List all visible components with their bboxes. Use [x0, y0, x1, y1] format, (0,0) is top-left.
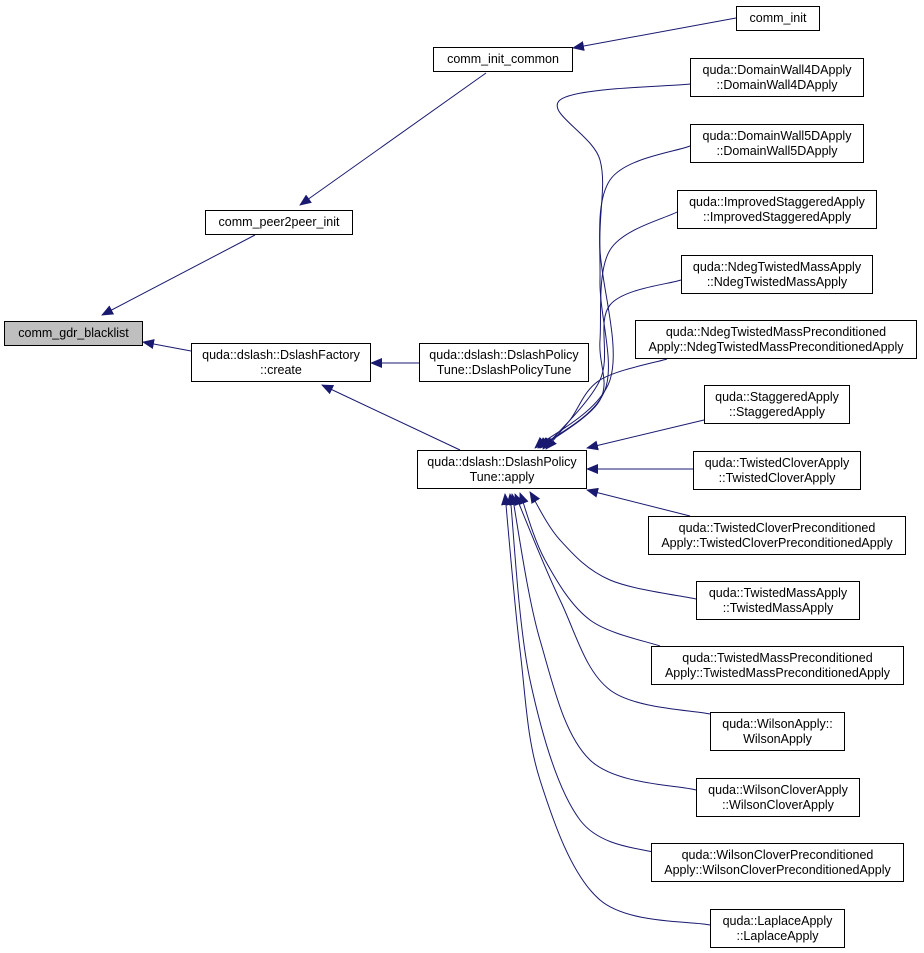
- node-label-line: ::WilsonCloverApply: [722, 797, 834, 812]
- edge-wilsonclover-to-dslashpolicytune_apply: [509, 493, 697, 791]
- node-label-line: quda::NdegTwistedMassPreconditioned: [665, 324, 887, 339]
- node-label-line: quda::TwistedMassPreconditioned: [682, 650, 873, 665]
- node-comm_init[interactable]: comm_init: [736, 6, 820, 31]
- node-dslashfactory_create[interactable]: quda::dslash::DslashFactory::create: [191, 343, 371, 382]
- node-label-line: ::create: [260, 362, 302, 377]
- node-label-line: quda::TwistedCloverPreconditioned: [678, 520, 876, 535]
- node-wilsonclover[interactable]: quda::WilsonCloverApply::WilsonCloverApp…: [696, 778, 860, 817]
- edge-comm_init-to-comm_init_common: [572, 17, 737, 51]
- node-label-line: WilsonApply: [743, 731, 812, 746]
- node-label-line: ::DomainWall4DApply: [716, 77, 838, 92]
- edge-twistedmassprec-to-dslashpolicytune_apply: [519, 492, 661, 647]
- node-label-line: comm_peer2peer_init: [218, 215, 340, 229]
- node-comm_gdr_blacklist: comm_gdr_blacklist: [4, 321, 143, 346]
- node-label-line: quda::WilsonApply::: [722, 716, 833, 731]
- node-domainwall5d[interactable]: quda::DomainWall5DApply::DomainWall5DApp…: [690, 124, 864, 163]
- node-twistedmass[interactable]: quda::TwistedMassApply::TwistedMassApply: [696, 581, 860, 620]
- edge-dslashfactory_create-to-comm_gdr_blacklist: [142, 339, 192, 352]
- node-label-line: ::LaplaceApply: [736, 928, 819, 943]
- node-label-line: ::NdegTwistedMassApply: [706, 274, 848, 289]
- node-label-line: ::StaggeredApply: [729, 404, 825, 419]
- node-label-line: quda::WilsonCloverPreconditioned: [681, 847, 874, 862]
- node-label-line: comm_init_common: [447, 52, 559, 66]
- node-label-line: quda::DomainWall4DApply: [702, 62, 852, 77]
- edge-wilson-to-dslashpolicytune_apply: [514, 493, 711, 715]
- edge-wilsoncloverprec-to-dslashpolicytune_apply: [506, 493, 661, 855]
- node-label-line: Apply::NdegTwistedMassPreconditionedAppl…: [648, 339, 904, 354]
- edge-domainwall4d-to-dslashpolicytune_apply: [534, 83, 691, 449]
- node-label-line: ::ImprovedStaggeredApply: [702, 209, 851, 224]
- node-label-line: quda::DomainWall5DApply: [702, 128, 852, 143]
- node-label-line: Apply::TwistedCloverPreconditionedApply: [661, 535, 893, 550]
- node-label-line: Apply::WilsonCloverPreconditionedApply: [664, 862, 891, 877]
- edge-twistedmass-to-dslashpolicytune_apply: [529, 491, 697, 600]
- node-domainwall4d[interactable]: quda::DomainWall4DApply::DomainWall4DApp…: [690, 58, 864, 97]
- edge-twistedcloverprec-to-dslashpolicytune_apply: [586, 487, 691, 517]
- node-label-line: comm_init: [749, 11, 807, 25]
- edge-ndegtwistedmassprec-to-dslashpolicytune_apply: [545, 358, 668, 450]
- node-label-line: quda::LaplaceApply: [722, 913, 833, 928]
- edge-laplace-to-dslashpolicytune_apply: [501, 493, 711, 926]
- node-label-line: quda::WilsonCloverApply: [708, 782, 848, 797]
- node-label-line: Apply::TwistedMassPreconditionedApply: [664, 665, 891, 680]
- node-label-line: quda::dslash::DslashFactory: [202, 347, 360, 362]
- edge-dslashpolicytune_apply-to-dslashfactory_create: [321, 384, 461, 451]
- edge-improvedstaggered-to-dslashpolicytune_apply: [539, 211, 678, 449]
- node-label-line: ::TwistedMassApply: [722, 600, 834, 615]
- node-label-line: quda::ImprovedStaggeredApply: [689, 194, 865, 209]
- node-label-line: quda::TwistedCloverApply: [704, 455, 850, 470]
- node-twistedclover[interactable]: quda::TwistedCloverApply::TwistedCloverA…: [693, 451, 861, 490]
- edge-comm_init_common-to-comm_peer2peer_init: [299, 72, 487, 206]
- edge-comm_peer2peer_init-to-comm_gdr_blacklist: [101, 234, 256, 316]
- node-comm_peer2peer_init[interactable]: comm_peer2peer_init: [205, 210, 353, 235]
- node-label-line: quda::NdegTwistedMassApply: [692, 259, 862, 274]
- node-label-line: ::DomainWall5DApply: [716, 143, 838, 158]
- node-ndegtwistedmass[interactable]: quda::NdegTwistedMassApply::NdegTwistedM…: [681, 255, 873, 294]
- edge-staggered-to-dslashpolicytune_apply: [586, 419, 705, 451]
- node-label-line: quda::TwistedMassApply: [708, 585, 848, 600]
- node-label-line: quda::dslash::DslashPolicy: [427, 454, 577, 469]
- node-staggered[interactable]: quda::StaggeredApply::StaggeredApply: [704, 385, 850, 424]
- node-laplace[interactable]: quda::LaplaceApply::LaplaceApply: [710, 909, 845, 948]
- node-improvedstaggered[interactable]: quda::ImprovedStaggeredApply::ImprovedSt…: [677, 190, 877, 229]
- node-wilson[interactable]: quda::WilsonApply::WilsonApply: [710, 712, 845, 751]
- node-label-line: quda::StaggeredApply: [715, 389, 839, 404]
- node-label-line: Tune::apply: [469, 469, 535, 484]
- node-label-line: comm_gdr_blacklist: [18, 326, 129, 340]
- node-label-line: quda::dslash::DslashPolicy: [429, 347, 579, 362]
- edge-domainwall5d-to-dslashpolicytune_apply: [537, 145, 691, 449]
- node-label-line: Tune::DslashPolicyTune: [436, 362, 572, 377]
- node-label-line: ::TwistedCloverApply: [718, 470, 836, 485]
- node-comm_init_common[interactable]: comm_init_common: [433, 47, 573, 72]
